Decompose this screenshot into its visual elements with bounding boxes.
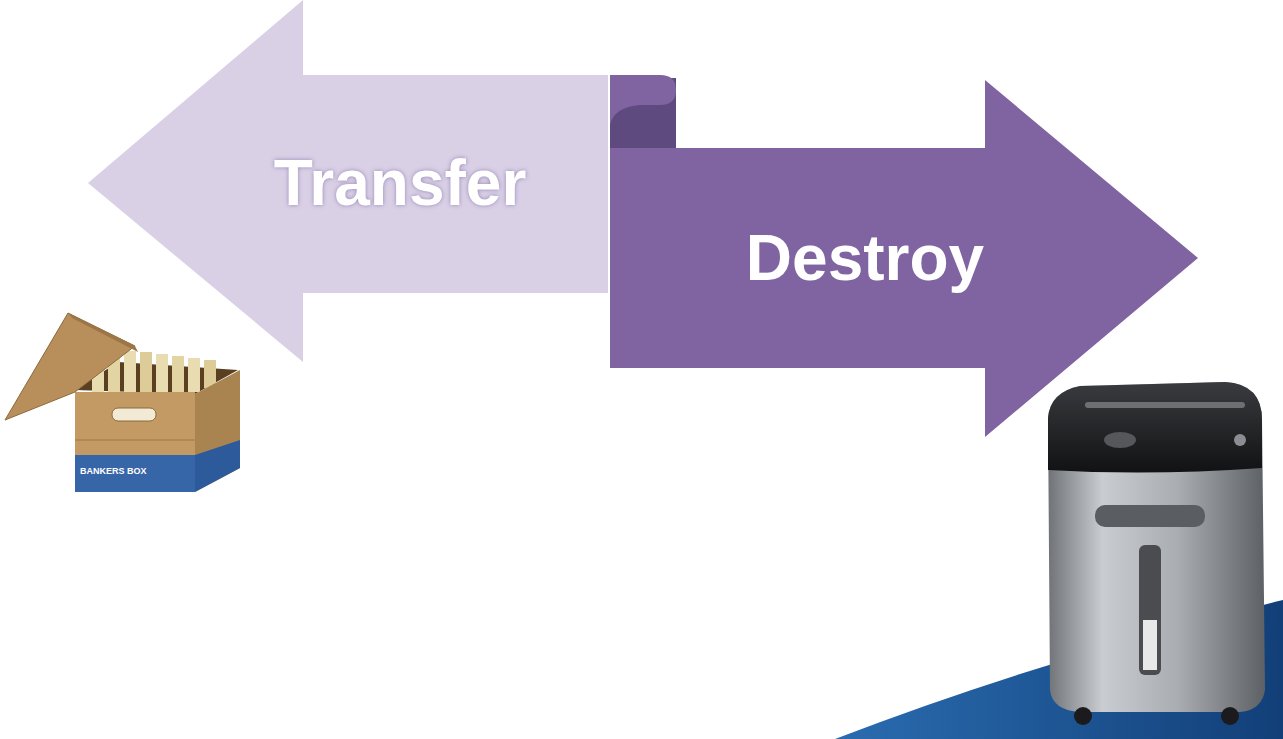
transfer-arrow: Transfer [88,0,608,362]
ribbon-fold [610,75,676,125]
archive-box [5,313,240,492]
arrow-outline [610,80,1198,437]
brand-label: BANKERS BOX [80,466,147,476]
arrow-label: Destroy [746,223,984,293]
destroy-arrow: Destroy [608,80,1198,437]
arrow-label: Transfer [274,148,527,218]
paper-shredder [1048,382,1265,725]
arrow-outline [88,0,608,362]
